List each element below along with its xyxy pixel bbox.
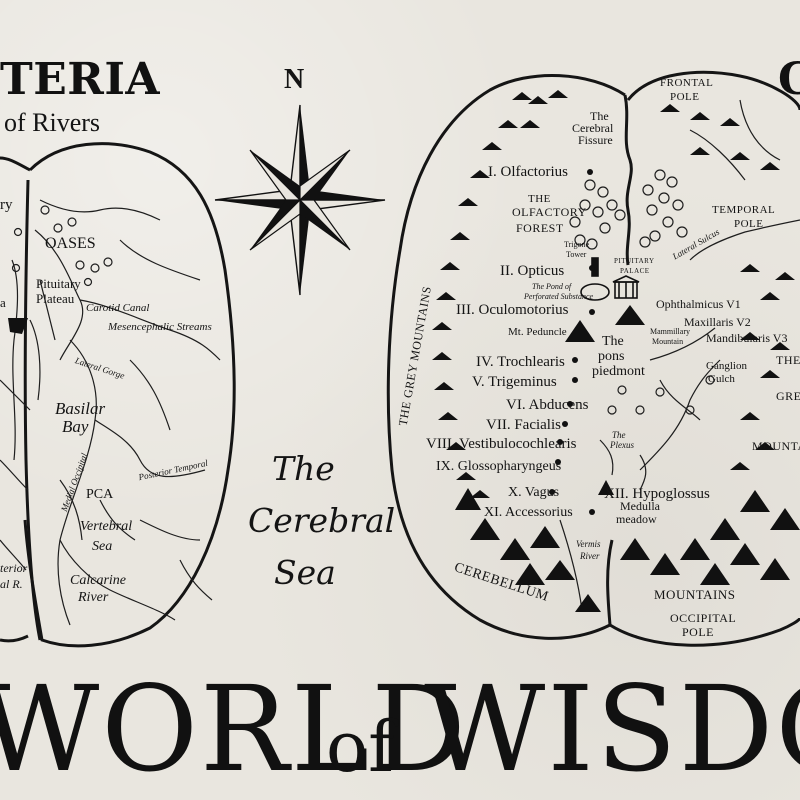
left-label-carotid-canal: Carotid Canal xyxy=(86,302,150,314)
right-label-temporal-pole: POLE xyxy=(734,218,764,230)
right-label-ganglion: Ganglion xyxy=(706,360,747,372)
left-label-oases: OASES xyxy=(45,235,96,252)
nerve-label-iv: IV. Trochlearis xyxy=(476,354,565,370)
hemisphere-divide-lower xyxy=(606,539,614,626)
left-label-vertebral: Vertebral xyxy=(80,519,133,534)
left-label-calcarine: Calcarine xyxy=(70,573,126,588)
pituitary-palace-drawing xyxy=(580,257,640,301)
left-label-a: a xyxy=(0,295,6,310)
left-label-pca: PCA xyxy=(86,487,114,502)
right-label-piedmont: piedmont xyxy=(592,364,645,379)
right-brain-outline-right-hemisphere xyxy=(609,70,800,647)
right-label-meadow: meadow xyxy=(616,512,657,526)
right-label-olfactory: OLFACTORY xyxy=(512,205,587,219)
right-label-temporal: TEMPORAL xyxy=(712,204,776,216)
left-label-mesencephalic-streams: Mesencephalic Streams xyxy=(108,321,212,333)
left-subtitle: of Rivers xyxy=(4,108,101,137)
right-brain-outline-left-hemisphere xyxy=(386,73,626,640)
right-label-pond-of: The Pond of xyxy=(532,282,572,291)
left-label-bay: Bay xyxy=(62,417,89,436)
right-rivers xyxy=(559,99,800,611)
bottom-title-world: WORLD xyxy=(0,660,468,798)
right-label-the-pons: The xyxy=(602,334,624,349)
left-title-fragment: TERIA xyxy=(0,54,161,105)
left-label-vertebral-sea: Sea xyxy=(92,539,113,554)
nerve-label-viii: VIII. Vestibulocochlearis xyxy=(426,436,577,452)
right-label-grey-edge: GREY xyxy=(776,389,800,403)
left-label-pituitary: Pituitary xyxy=(36,276,81,291)
left-label-river: River xyxy=(78,590,109,605)
right-title-fragment: C xyxy=(778,54,800,105)
sea-label-line2: Cerebral xyxy=(248,501,396,540)
sea-label-line3: Sea xyxy=(274,553,336,592)
right-label-vermis-river: River xyxy=(580,551,600,561)
right-label-the-plexus: The xyxy=(612,430,626,440)
nerve-label-vi: VI. Abducens xyxy=(506,397,589,413)
right-label-perforated-substance: Perforated Substance xyxy=(524,292,594,301)
left-label-plateau: Plateau xyxy=(36,291,75,306)
right-label-medulla: Medulla xyxy=(620,499,660,513)
right-label-frontal-pole: POLE xyxy=(670,91,700,103)
right-label-frontal: FRONTAL xyxy=(660,77,714,89)
right-label-the-edge: THE xyxy=(776,353,800,367)
right-label-pons: pons xyxy=(598,349,625,364)
right-label-tower: Tower xyxy=(566,250,587,259)
peduncle-mountains xyxy=(565,305,645,495)
nerve-label-x: X. Vagus xyxy=(508,485,560,500)
left-rivers xyxy=(0,199,221,626)
olfactory-forest-trees xyxy=(569,169,715,415)
compass-rose xyxy=(214,104,386,296)
left-label-basilar: Basilar xyxy=(55,399,106,418)
right-label-occipital: OCCIPITAL xyxy=(670,611,737,625)
nerve-label-xii: XII. Hypoglossus xyxy=(604,486,710,502)
left-brain-map xyxy=(0,142,236,648)
nerve-label-xi: XI. Accessorius xyxy=(484,505,573,520)
right-label-fissure: Fissure xyxy=(578,133,613,147)
grey-mountains xyxy=(432,90,601,612)
right-label-trigone: Trigone xyxy=(564,240,590,249)
nerve-label-iii: III. Oculomotorius xyxy=(456,302,569,318)
nerve-label-v: V. Trigeminus xyxy=(472,374,557,390)
nerve-label-ii: II. Opticus xyxy=(500,263,565,279)
bottom-title-of: of xyxy=(326,706,395,788)
right-label-gulch: Gulch xyxy=(708,373,735,385)
left-brain-outline-left-hemisphere xyxy=(0,156,31,643)
nerve-label-ophthalmicus: Ophthalmicus V1 xyxy=(656,297,741,311)
left-brain-midline xyxy=(23,179,42,641)
bottom-title-wisdom: WISDO xyxy=(424,660,800,798)
nerve-label-ix: IX. Glossopharyngeus xyxy=(436,459,562,474)
cerebral-fissure xyxy=(623,94,633,266)
dark-marker-left xyxy=(8,318,28,334)
right-label-plexus: Plexus xyxy=(610,440,634,450)
nerve-label-maxillaris: Maxillaris V2 xyxy=(684,315,751,329)
sea-label-line1: The xyxy=(272,449,335,488)
right-label-cerebral: Cerebral xyxy=(572,121,614,135)
compass-north-label: N xyxy=(284,64,305,95)
left-brain-outline-right-hemisphere xyxy=(23,142,236,648)
right-label-the-fissure: The xyxy=(590,109,609,123)
right-label-mt-peduncle: Mt. Peduncle xyxy=(508,326,567,338)
left-label-al-r: al R. xyxy=(0,577,23,591)
right-brain-map xyxy=(386,70,800,647)
left-label-ry: ry xyxy=(0,197,13,213)
nerve-label-mandibularis: Mandibularis V3 xyxy=(706,331,788,345)
right-label-pituitary: PITUITARY xyxy=(614,257,655,265)
right-label-forest: FOREST xyxy=(516,221,564,235)
left-label-terior: terior xyxy=(0,561,28,575)
right-label-mammillary: Mammillary xyxy=(650,327,690,336)
right-label-occipital-pole: POLE xyxy=(682,625,714,639)
right-label-the-olfactory: THE xyxy=(528,193,551,205)
right-label-palace: PALACE xyxy=(620,267,650,275)
right-label-mountains: MOUNTAINS xyxy=(654,587,736,602)
right-mountains xyxy=(620,104,800,585)
right-label-vermis: Vermis xyxy=(576,539,601,549)
right-label-mountain: Mountain xyxy=(652,337,684,346)
oasis-trees xyxy=(11,205,113,287)
nerve-label-i: I. Olfactorius xyxy=(488,164,568,180)
nerve-label-vii: VII. Facialis xyxy=(486,417,561,433)
right-label-mountai-edge: MOUNTAI xyxy=(752,439,800,453)
